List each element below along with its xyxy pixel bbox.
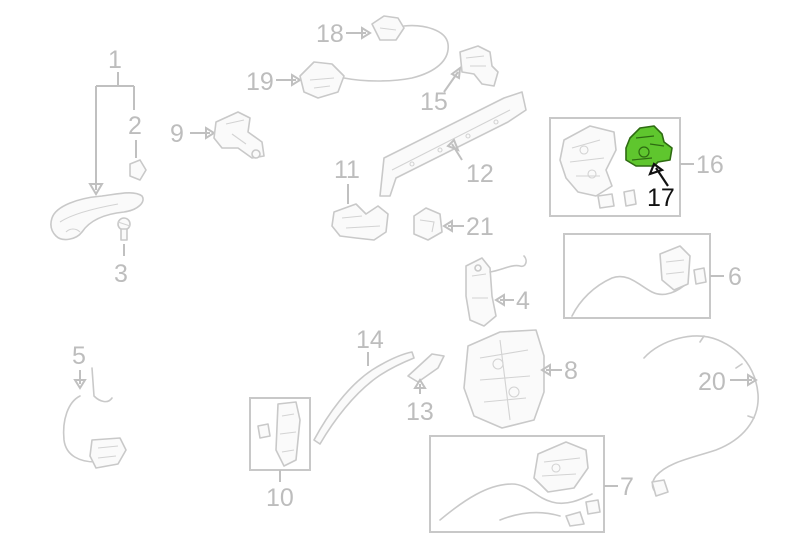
group-box-7 bbox=[429, 435, 605, 533]
callout-19[interactable]: 19 bbox=[246, 68, 302, 96]
svg-text:15: 15 bbox=[420, 88, 448, 116]
inside-handle[interactable] bbox=[299, 61, 345, 99]
handle-screw[interactable] bbox=[117, 217, 131, 241]
svg-text:17: 17 bbox=[647, 184, 675, 212]
door-lock-assembly-16[interactable] bbox=[559, 125, 637, 209]
striker-21[interactable] bbox=[413, 207, 443, 241]
svg-text:14: 14 bbox=[356, 326, 384, 354]
actuator-17-highlighted[interactable] bbox=[625, 125, 673, 167]
svg-text:8: 8 bbox=[564, 357, 578, 385]
callout-17[interactable]: 17 bbox=[647, 162, 675, 212]
svg-text:10: 10 bbox=[266, 484, 294, 512]
callout-9[interactable]: 9 bbox=[170, 120, 216, 148]
svg-text:3: 3 bbox=[114, 260, 128, 288]
svg-text:6: 6 bbox=[728, 263, 742, 291]
svg-text:16: 16 bbox=[696, 151, 724, 179]
svg-text:20: 20 bbox=[698, 368, 726, 396]
weatherstrip-14[interactable] bbox=[313, 351, 415, 445]
svg-text:18: 18 bbox=[316, 20, 344, 48]
callout-11[interactable]: 11 bbox=[334, 156, 360, 204]
callout-3[interactable]: 3 bbox=[114, 244, 128, 288]
door-lock-cable-5[interactable] bbox=[62, 367, 127, 469]
svg-text:2: 2 bbox=[128, 112, 142, 140]
callout-10[interactable]: 10 bbox=[266, 470, 294, 512]
lock-rod-assembly-4[interactable] bbox=[465, 255, 527, 327]
svg-text:13: 13 bbox=[406, 398, 434, 426]
svg-text:1: 1 bbox=[108, 46, 122, 74]
release-cable[interactable] bbox=[343, 24, 449, 82]
cable-assembly-6[interactable] bbox=[571, 245, 707, 317]
callout-14[interactable]: 14 bbox=[356, 326, 384, 366]
svg-text:4: 4 bbox=[516, 287, 530, 315]
callout-15[interactable]: 15 bbox=[420, 65, 462, 116]
outside-handle[interactable] bbox=[50, 192, 144, 241]
callout-1[interactable]: 1 bbox=[88, 46, 135, 196]
callout-18[interactable]: 18 bbox=[316, 20, 372, 48]
svg-text:7: 7 bbox=[620, 473, 634, 501]
cable-end-fitting[interactable] bbox=[371, 15, 405, 41]
handle-cap[interactable] bbox=[129, 159, 147, 181]
callout-8[interactable]: 8 bbox=[540, 357, 578, 385]
door-bracket[interactable] bbox=[213, 111, 265, 159]
svg-text:9: 9 bbox=[170, 120, 184, 148]
callout-21[interactable]: 21 bbox=[442, 213, 494, 241]
door-module-8[interactable] bbox=[463, 329, 545, 429]
callout-16[interactable]: 16 bbox=[680, 151, 724, 179]
callout-12[interactable]: 12 bbox=[446, 138, 494, 188]
latch-assembly-7[interactable] bbox=[439, 441, 601, 527]
svg-text:5: 5 bbox=[72, 342, 86, 370]
callout-2[interactable]: 2 bbox=[128, 112, 142, 158]
svg-text:12: 12 bbox=[466, 160, 494, 188]
callout-6[interactable]: 6 bbox=[710, 263, 742, 291]
outer-cable-20[interactable] bbox=[643, 335, 759, 497]
callout-13[interactable]: 13 bbox=[406, 378, 434, 426]
callout-7[interactable]: 7 bbox=[604, 473, 634, 501]
callout-4[interactable]: 4 bbox=[494, 287, 530, 315]
seal-piece-13[interactable] bbox=[407, 353, 445, 383]
svg-text:21: 21 bbox=[466, 213, 494, 241]
door-trim-piece-10[interactable] bbox=[257, 401, 301, 467]
callout-20[interactable]: 20 bbox=[698, 368, 758, 396]
group-box-16 bbox=[549, 117, 681, 217]
callout-5[interactable]: 5 bbox=[72, 342, 87, 390]
svg-text:19: 19 bbox=[246, 68, 274, 96]
svg-text:11: 11 bbox=[334, 156, 360, 184]
latch-bracket-15[interactable] bbox=[459, 45, 499, 87]
hinge-bracket-11[interactable] bbox=[331, 203, 389, 241]
